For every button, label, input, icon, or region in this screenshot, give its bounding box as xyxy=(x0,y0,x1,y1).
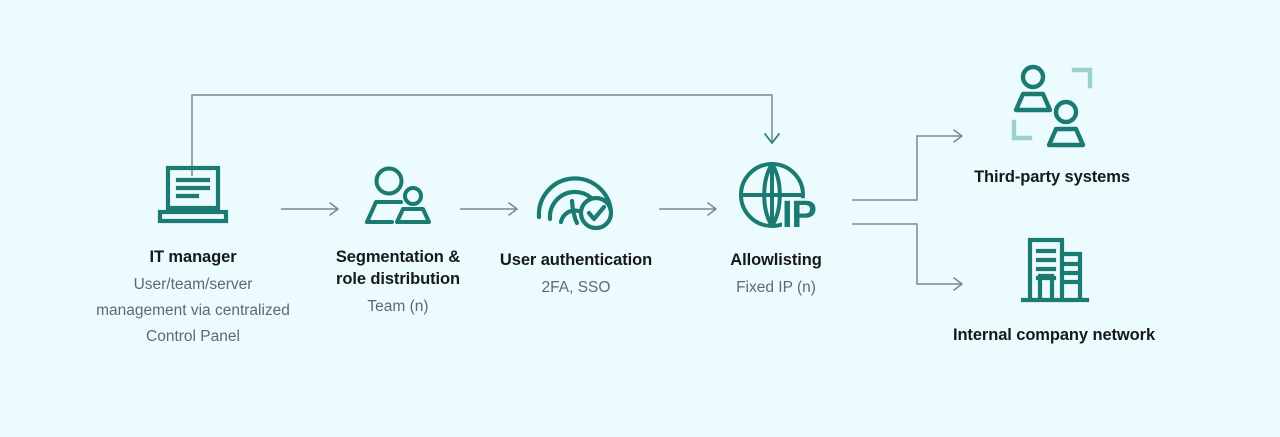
fingerprint-check-icon xyxy=(536,176,614,231)
globe-ip-icon: IP xyxy=(739,162,820,237)
office-buildings-icon xyxy=(1020,237,1090,303)
node-subtitle: Fixed IP (n) xyxy=(736,279,816,296)
laptop-icon xyxy=(157,165,229,224)
node-allowlisting: IP Allowlisting Fixed IP (n) xyxy=(690,155,862,301)
node-subtitle: User/team/server management via centrali… xyxy=(96,276,290,345)
endpoint-third-party-systems: Third-party systems xyxy=(940,58,1164,188)
node-title: User authentication xyxy=(499,251,653,269)
node-subtitle: 2FA, SSO xyxy=(541,279,611,296)
node-title: IT manager xyxy=(149,248,237,266)
endpoint-label: Third-party systems xyxy=(974,168,1130,186)
node-segmentation: Segmentation & role distribution Team (n… xyxy=(320,160,476,320)
users-group-icon xyxy=(365,166,431,224)
two-users-bracket-icon xyxy=(1011,64,1093,148)
node-title: Allowlisting xyxy=(730,251,822,269)
node-it-manager: IT manager User/team/server management v… xyxy=(62,160,324,350)
node-subtitle: Team (n) xyxy=(367,298,429,315)
svg-text:IP: IP xyxy=(782,194,817,236)
node-title: Segmentation & role distribution xyxy=(335,248,461,288)
endpoint-internal-company-network: Internal company network xyxy=(930,232,1178,346)
node-user-authentication: User authentication 2FA, SSO xyxy=(478,155,674,301)
endpoint-label: Internal company network xyxy=(952,326,1156,344)
